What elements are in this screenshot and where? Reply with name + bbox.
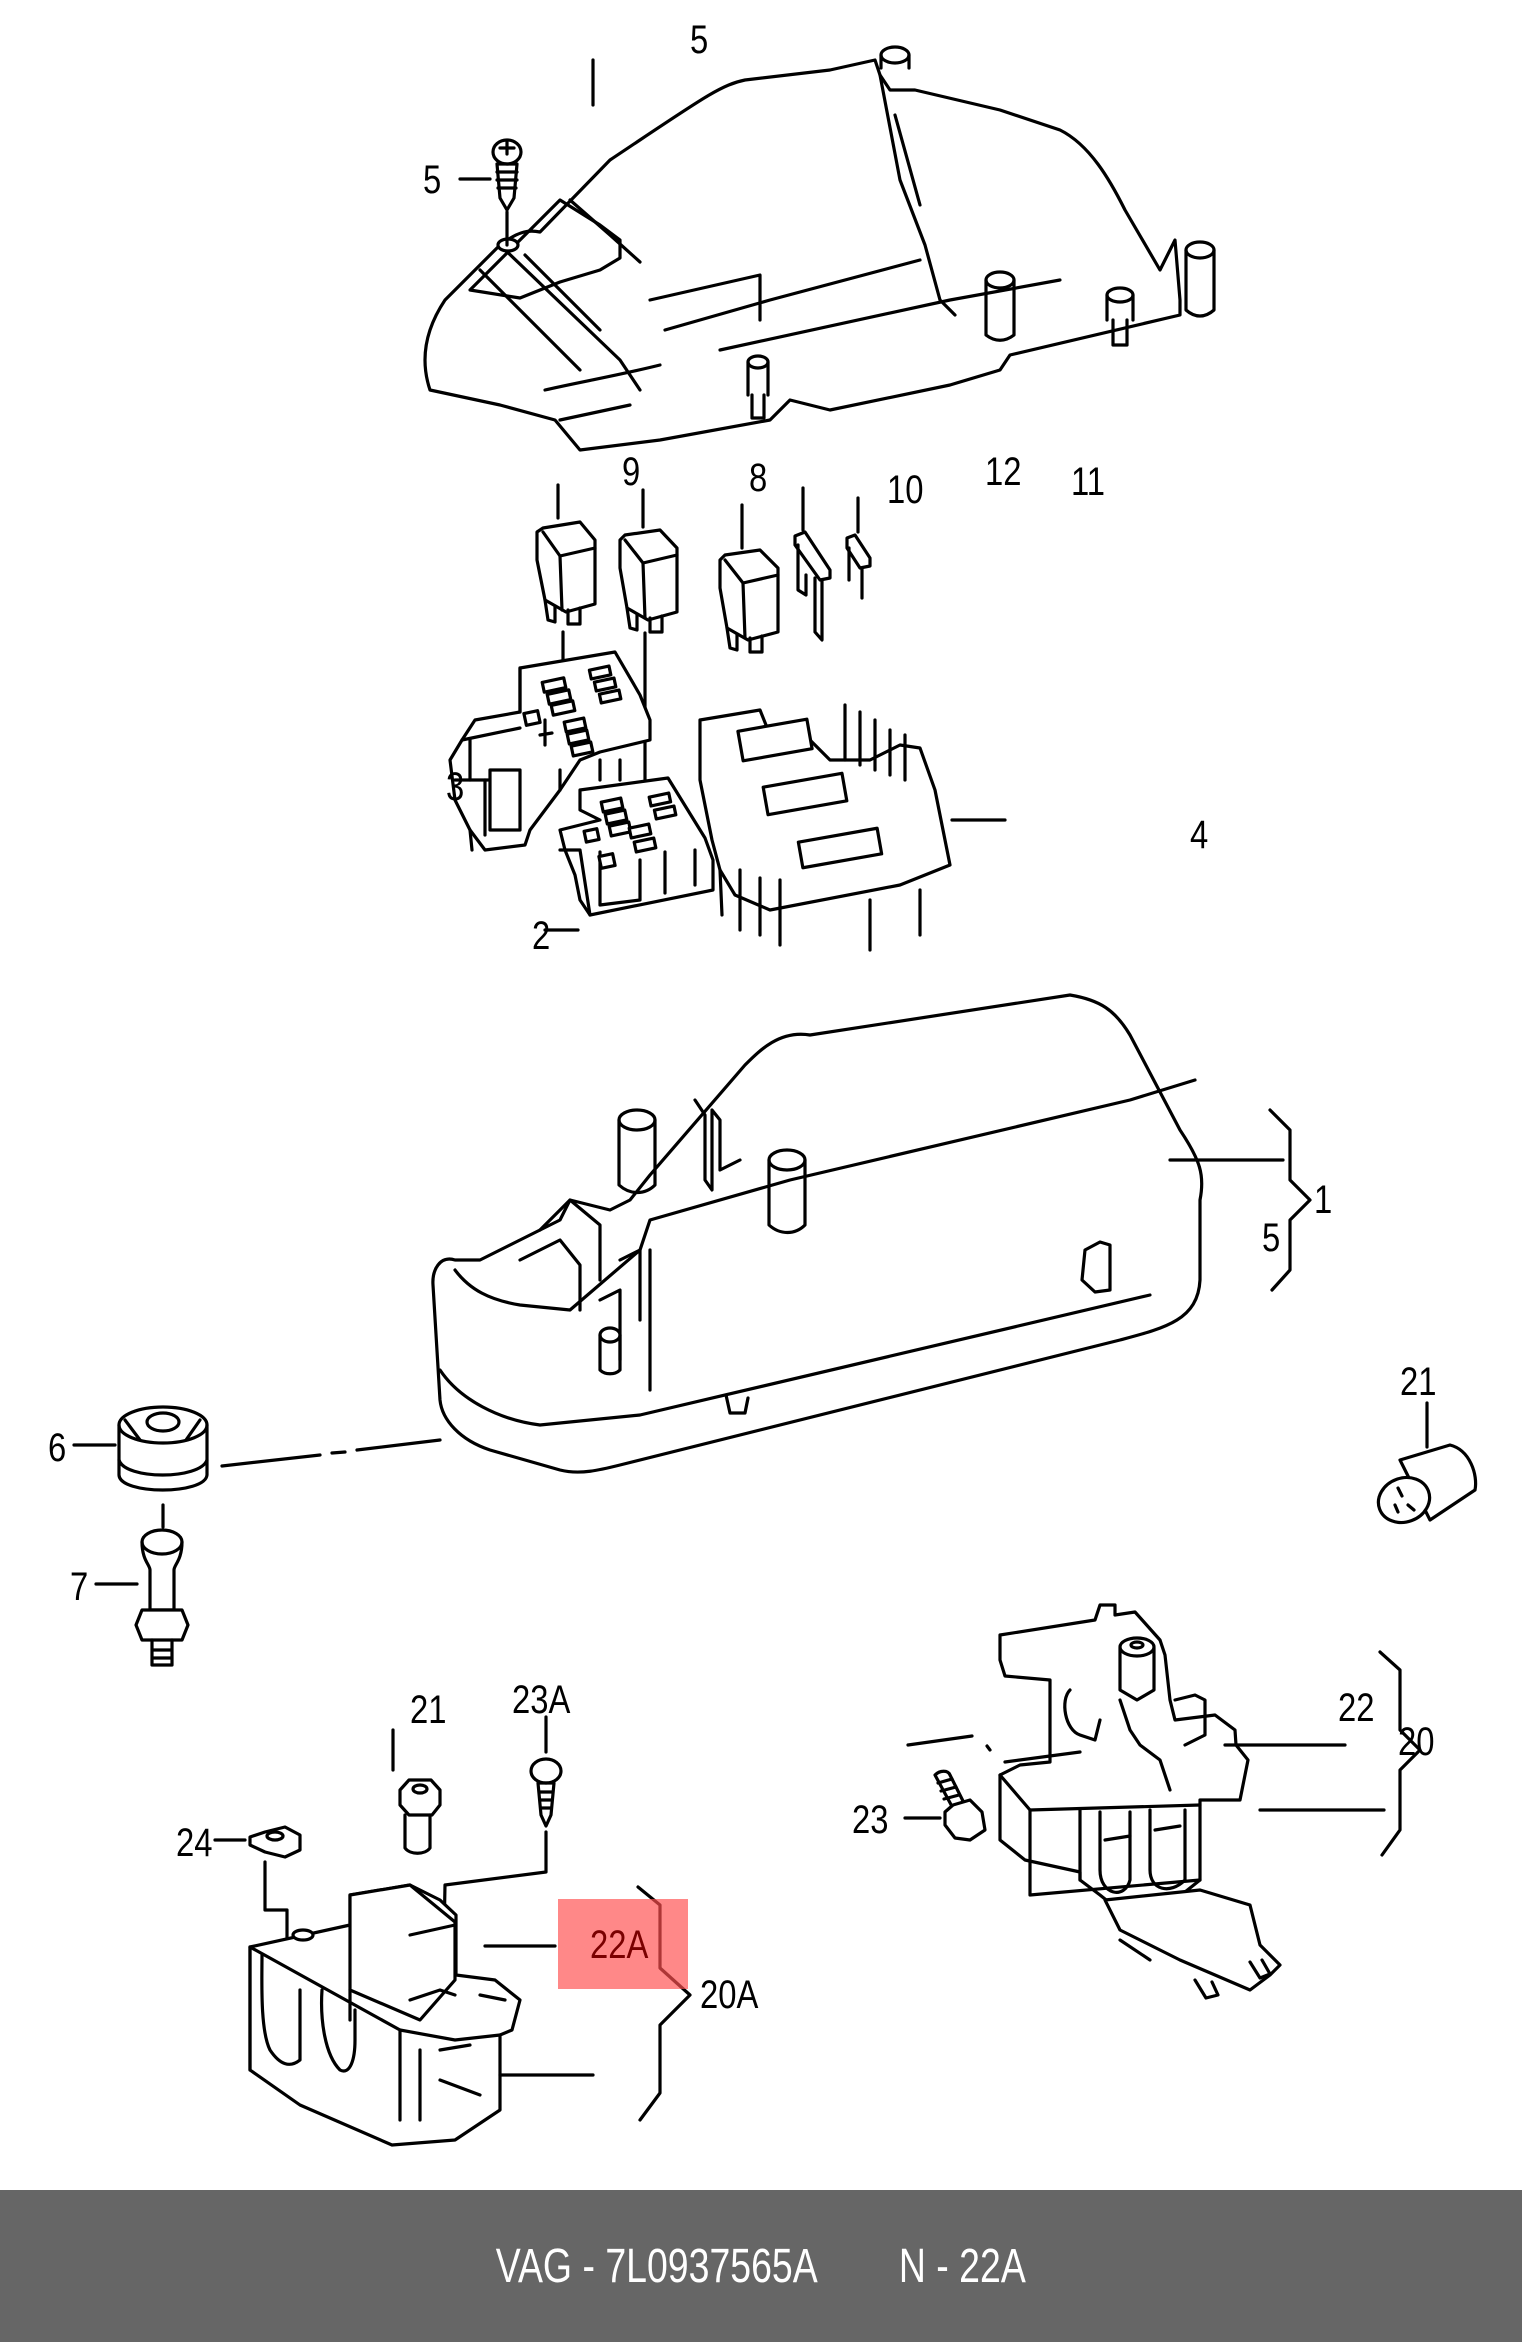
label-fuse-12[interactable]: 12 xyxy=(985,450,1022,494)
bolt-21 xyxy=(393,1730,440,1853)
grommet-6 xyxy=(74,1407,440,1527)
label-bolt-23[interactable]: 23 xyxy=(852,1798,889,1842)
footer-text: VAG - 7L0937565A N - 22A xyxy=(496,2239,1026,2294)
footer-position: 22A xyxy=(959,2239,1027,2293)
relay-holder-20 xyxy=(1000,1605,1384,1998)
cap-21 xyxy=(1372,1403,1476,1530)
part-number-footer: VAG - 7L0937565A N - 22A xyxy=(0,2190,1522,2342)
footer-brand: VAG xyxy=(495,2239,573,2293)
footer-separator: - xyxy=(582,2239,596,2293)
label-bolt-21[interactable]: 21 xyxy=(410,1688,447,1732)
label-group-20[interactable]: 20 xyxy=(1398,1720,1435,1764)
label-part-22[interactable]: 22 xyxy=(1338,1686,1375,1730)
label-housing-5[interactable]: 5 xyxy=(1262,1216,1281,1260)
label-fuse-11[interactable]: 11 xyxy=(1071,460,1106,504)
fuse-box-cover xyxy=(425,47,1214,450)
label-part-22A-highlighted[interactable]: 22A xyxy=(590,1923,649,1967)
fuse-12 xyxy=(795,488,830,640)
footer-position-prefix: N xyxy=(899,2239,927,2293)
bracket-group-1 xyxy=(1270,1110,1310,1290)
relay-holder-20A xyxy=(250,1885,593,2145)
relay-8 xyxy=(620,490,677,860)
label-relay-10[interactable]: 10 xyxy=(887,468,924,512)
relay-10 xyxy=(720,505,778,652)
label-screw-23A[interactable]: 23A xyxy=(512,1678,571,1722)
label-group-20A[interactable]: 20A xyxy=(700,1973,759,2017)
label-carrier-4[interactable]: 4 xyxy=(1190,813,1209,857)
relay-carrier-4 xyxy=(700,705,1005,950)
label-nut-24[interactable]: 24 xyxy=(176,1821,213,1865)
fuse-box-housing xyxy=(433,995,1283,1472)
label-relay-9[interactable]: 9 xyxy=(622,450,641,494)
bolt-23 xyxy=(905,1736,1080,1840)
label-cover-screw-5[interactable]: 5 xyxy=(423,158,442,202)
relay-carrier-2 xyxy=(545,778,713,930)
footer-position-separator: - xyxy=(936,2239,949,2293)
relay-9 xyxy=(537,485,595,672)
label-ball-stud-7[interactable]: 7 xyxy=(70,1565,89,1609)
cover-screw xyxy=(460,140,521,245)
screw-23A xyxy=(443,1717,561,1990)
relay-carrier-3 xyxy=(450,652,650,850)
fuse-11 xyxy=(847,498,870,598)
highlighted-callout-box[interactable] xyxy=(558,1899,688,1989)
footer-part-number: 7L0937565A xyxy=(605,2239,816,2293)
label-carrier-2[interactable]: 2 xyxy=(532,914,551,958)
nut-24 xyxy=(215,1827,300,1955)
label-cap-21[interactable]: 21 xyxy=(1400,1360,1437,1404)
label-relay-8[interactable]: 8 xyxy=(749,456,768,500)
bracket-group-20 xyxy=(1380,1652,1420,1855)
label-housing-1[interactable]: 1 xyxy=(1314,1178,1333,1222)
label-cover-5[interactable]: 5 xyxy=(690,18,709,62)
label-grommet-6[interactable]: 6 xyxy=(48,1426,67,1470)
label-carrier-3[interactable]: 3 xyxy=(446,765,465,809)
ball-stud-7 xyxy=(96,1530,188,1665)
